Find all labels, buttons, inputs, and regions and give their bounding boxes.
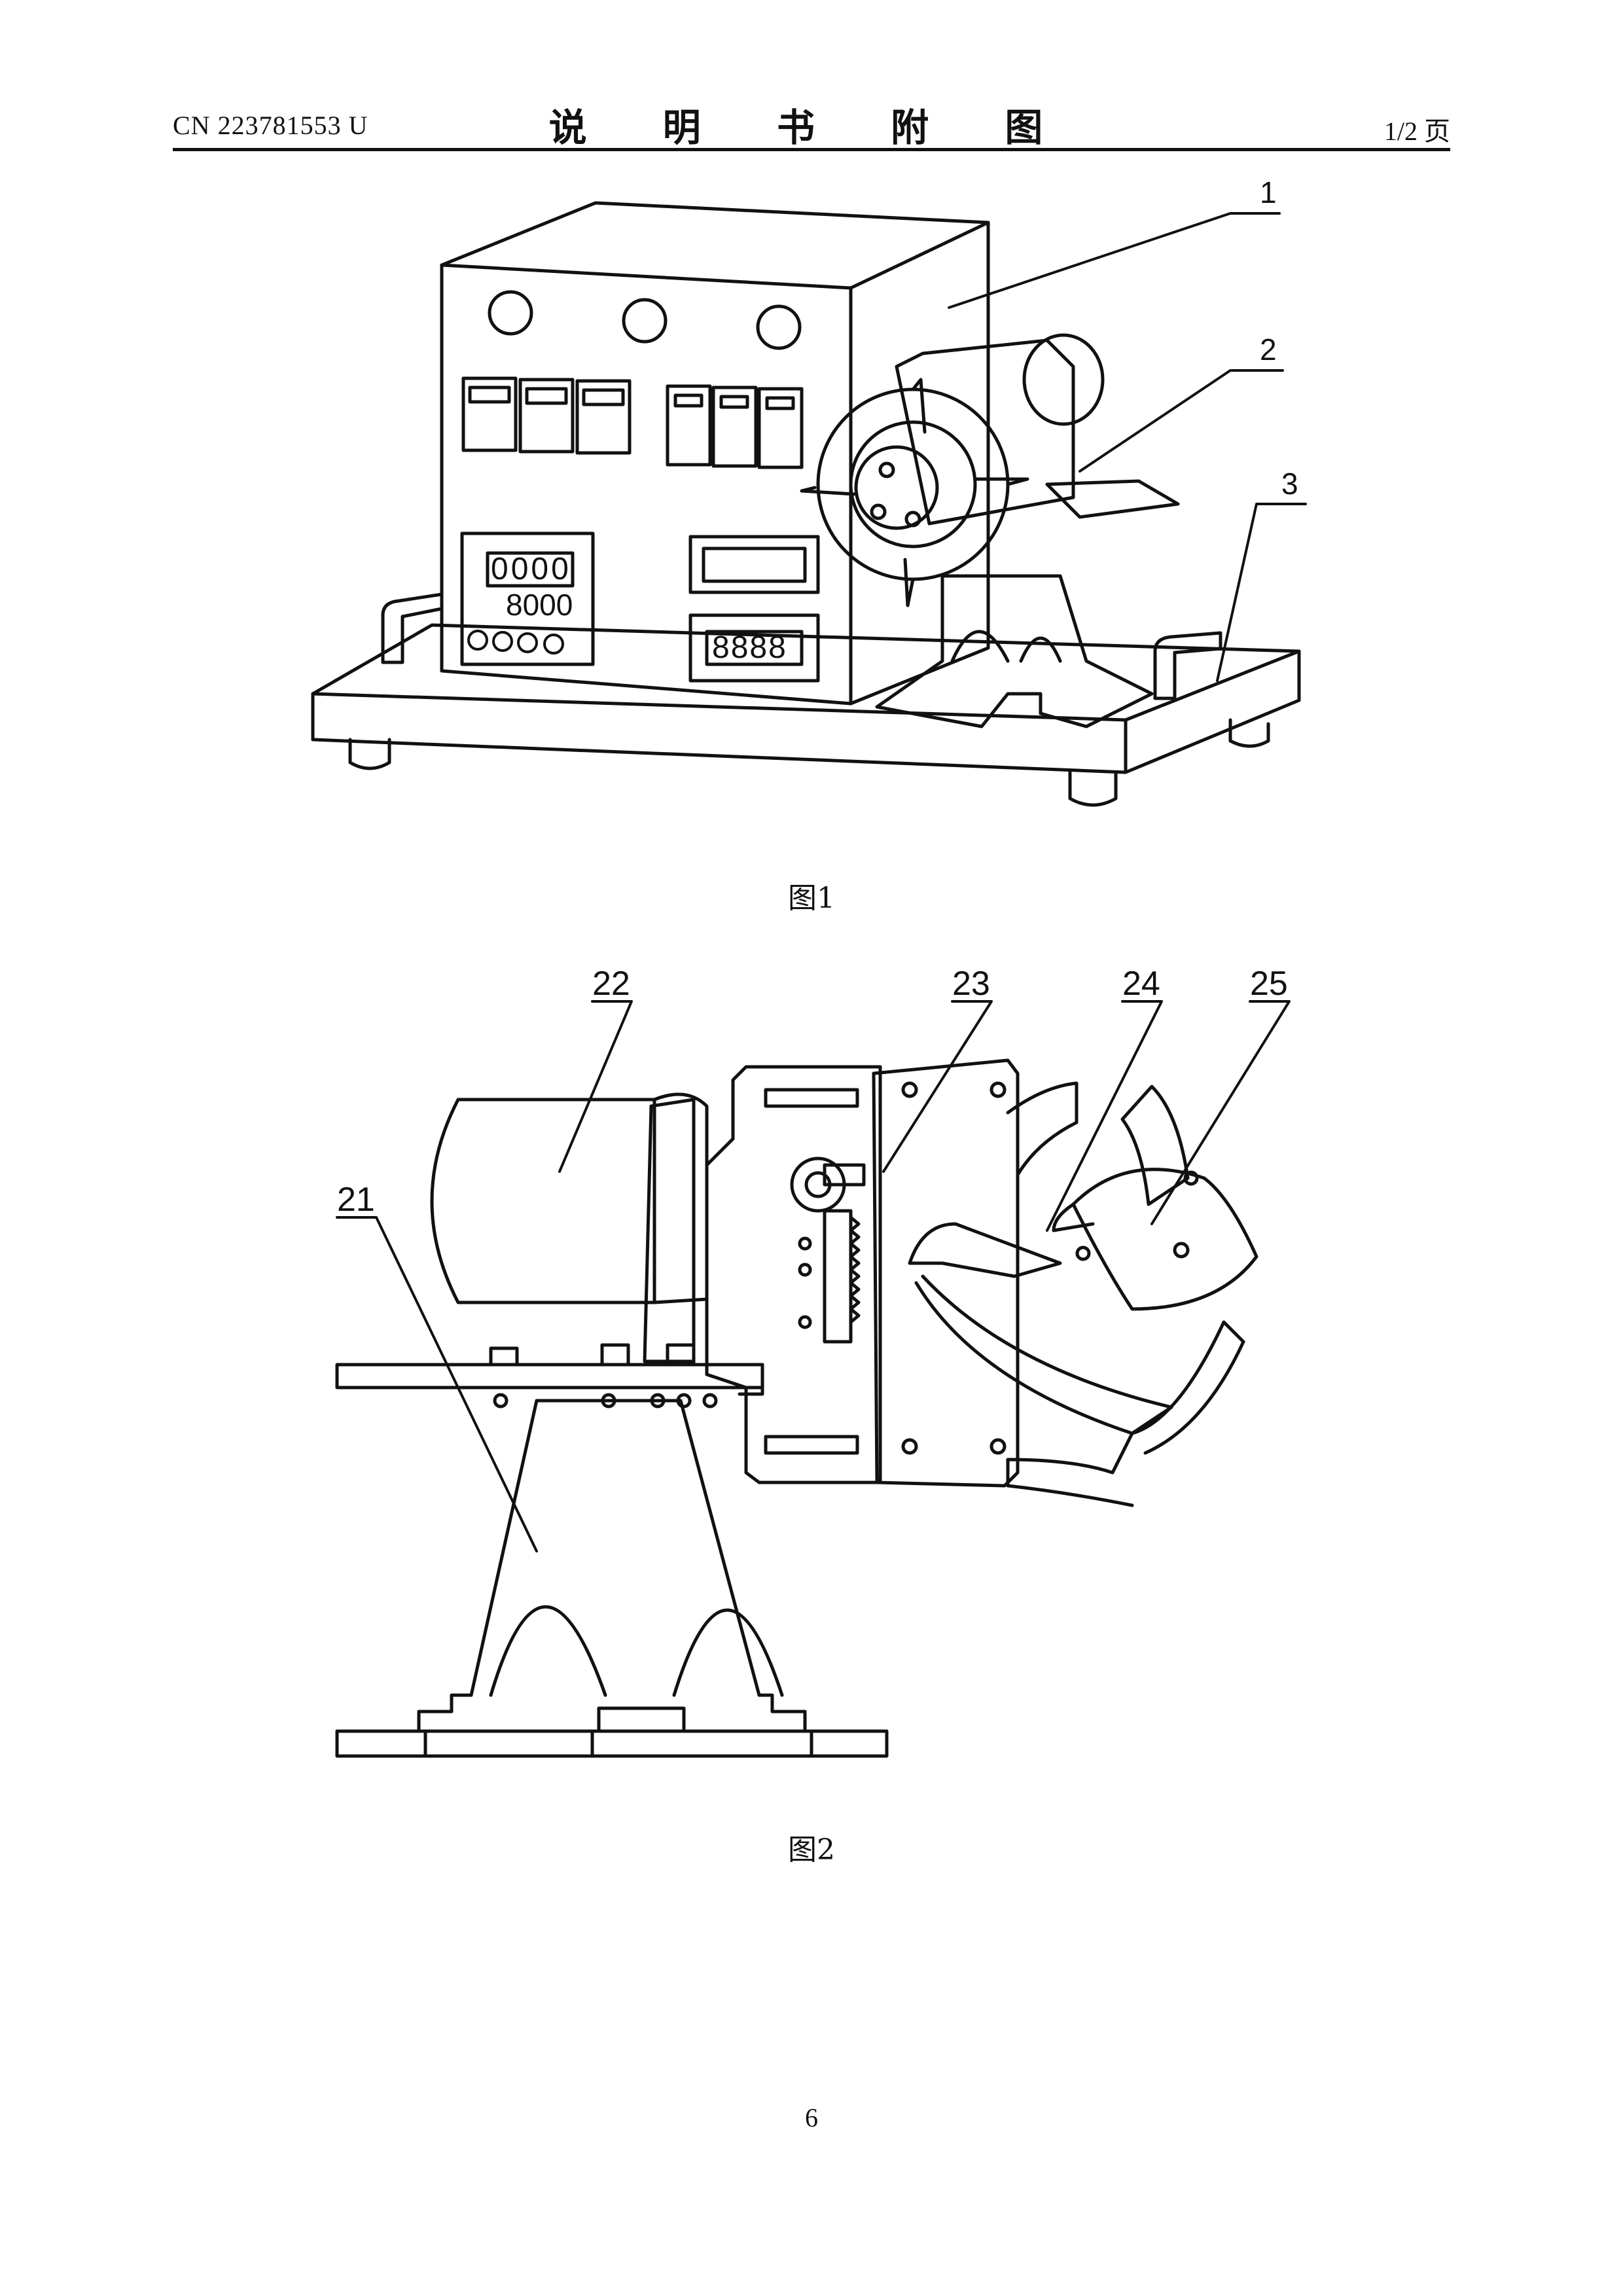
figure-1-drawing [313, 203, 1306, 805]
lower-display-text: 8888 [712, 630, 787, 665]
gearbox [707, 1060, 1018, 1486]
page-number: 6 [0, 2102, 1623, 2133]
handle-right [1155, 633, 1221, 698]
setpoint-display-text: 8000 [506, 588, 573, 622]
motor [432, 1094, 707, 1365]
figure-1-caption: 图1 [0, 874, 1623, 916]
indicator-light [758, 306, 800, 348]
figure-2-label: 21 [337, 1181, 375, 1219]
figure-2-label: 25 [1250, 965, 1288, 1003]
figure-1-label: 3 [1281, 467, 1298, 501]
rotor [910, 1083, 1257, 1505]
figure-2-leaders [337, 1001, 1289, 1551]
switch-group [463, 378, 630, 453]
figure-1-leaders [949, 213, 1306, 681]
counter-display-text: 0000 [491, 552, 571, 586]
figure-2-label: 22 [592, 965, 630, 1003]
indicator-light [490, 292, 531, 334]
figure-2-caption: 图2 [0, 1826, 1623, 1868]
lcd-display [690, 537, 818, 592]
figure-2-label: 23 [952, 965, 990, 1003]
switch-group [668, 386, 802, 467]
indicator-light [624, 300, 666, 342]
figure-2-label: 24 [1122, 965, 1160, 1003]
handle-left [383, 594, 442, 662]
figure-1-label: 1 [1260, 175, 1277, 209]
figure-1-label: 2 [1260, 332, 1277, 367]
figure-2-drawing [337, 1001, 1289, 1756]
